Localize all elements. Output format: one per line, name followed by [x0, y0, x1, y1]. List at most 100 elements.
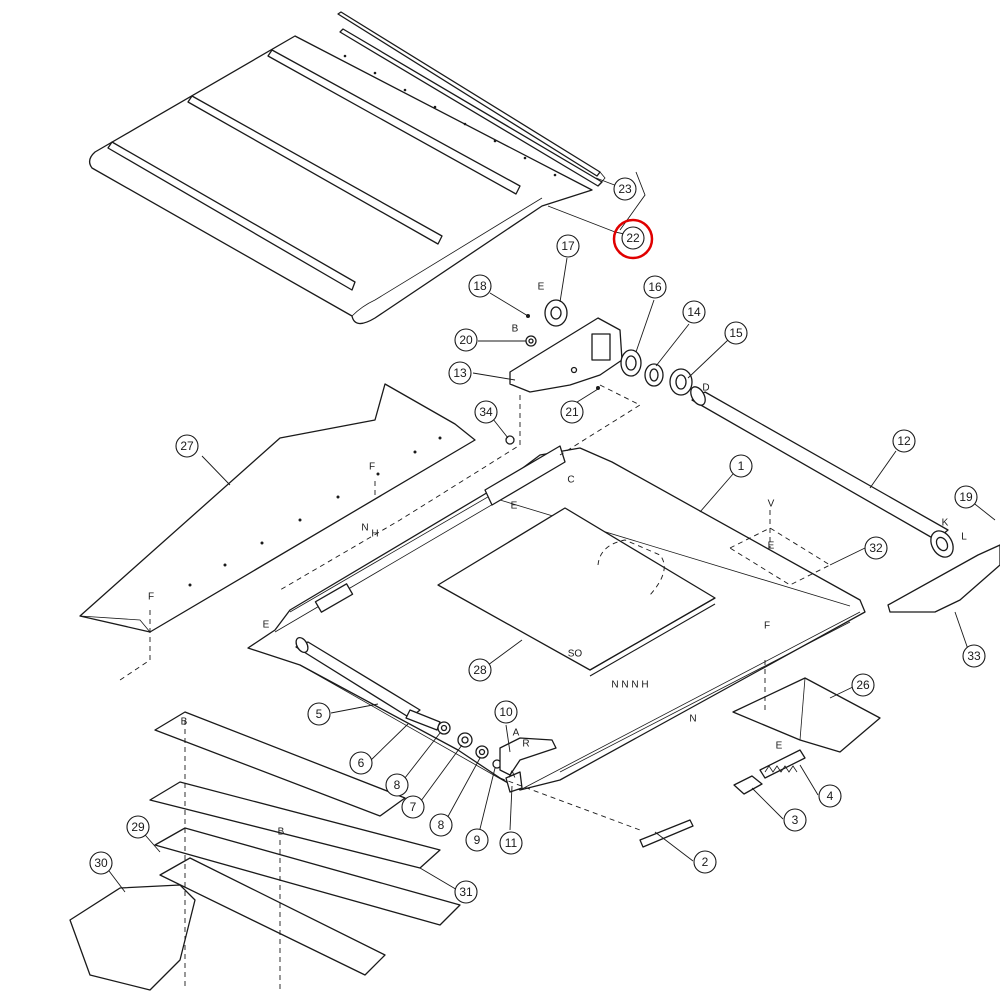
ref-letter: F	[764, 621, 770, 632]
bearing-17	[544, 299, 568, 327]
ref-letter: A	[509, 770, 516, 781]
ref-letter: F	[148, 592, 154, 603]
part-5-roller	[295, 636, 441, 731]
washer-20	[525, 335, 537, 347]
svg-text:33: 33	[967, 649, 981, 663]
part-30-panel	[69, 884, 196, 991]
ref-letter: SO	[568, 649, 583, 660]
part-26-plate	[732, 677, 881, 753]
callout-7: 7	[401, 795, 425, 819]
svg-text:15: 15	[729, 326, 743, 340]
callout-21: 21	[560, 400, 584, 424]
callout-2: 2	[693, 850, 717, 874]
callout-1: 1	[729, 454, 753, 478]
ref-letter: R	[522, 739, 529, 750]
part-12-roller	[690, 386, 954, 558]
svg-text:31: 31	[459, 885, 473, 899]
svg-text:16: 16	[648, 280, 662, 294]
callout-15: 15	[724, 321, 748, 345]
ref-letter: F	[369, 462, 375, 473]
ref-letter: K	[942, 518, 949, 529]
svg-text:12: 12	[897, 434, 911, 448]
svg-text:21: 21	[565, 405, 579, 419]
ref-letter: E	[776, 741, 783, 752]
ref-letter: N	[689, 714, 696, 725]
svg-text:28: 28	[473, 663, 487, 677]
svg-text:8: 8	[394, 778, 401, 792]
callout-8-b: 8	[429, 813, 453, 837]
svg-text:22: 22	[626, 231, 640, 245]
bearings-16-14-15	[620, 349, 693, 396]
part-32-bracket	[729, 527, 831, 586]
callout-33: 33	[962, 644, 986, 668]
alignment-lines	[119, 384, 771, 990]
callout-19: 19	[954, 485, 978, 509]
callout-6: 6	[349, 751, 373, 775]
svg-text:19: 19	[959, 490, 973, 504]
callout-9: 9	[465, 828, 489, 852]
svg-text:29: 29	[131, 820, 145, 834]
svg-text:8: 8	[438, 818, 445, 832]
svg-text:4: 4	[827, 789, 834, 803]
ref-letter: B	[181, 717, 188, 728]
part-10-latch	[499, 737, 557, 793]
svg-text:1: 1	[738, 459, 745, 473]
svg-text:9: 9	[474, 833, 481, 847]
part-23-rails	[337, 11, 606, 187]
svg-text:27: 27	[180, 439, 194, 453]
callout-28: 28	[468, 658, 492, 682]
part-22-top-cover	[88, 35, 593, 325]
ref-letter: E	[511, 501, 518, 512]
ref-letter: N	[361, 523, 368, 534]
ref-letter: A	[513, 728, 520, 739]
svg-text:20: 20	[459, 333, 473, 347]
ref-letter: H	[371, 529, 378, 540]
ref-letter: N N N H	[611, 680, 648, 691]
callout-14: 14	[682, 300, 706, 324]
reference-letters: E B D F F E N H E C V E K L F E N SO N N…	[148, 282, 967, 838]
svg-text:7: 7	[410, 800, 417, 814]
ref-letter: E	[768, 541, 775, 552]
svg-text:14: 14	[687, 305, 701, 319]
part-33-bracket	[887, 544, 1000, 613]
part-27-side-panel	[79, 383, 476, 633]
svg-text:10: 10	[499, 705, 513, 719]
highlight-ring	[612, 218, 654, 260]
svg-text:23: 23	[618, 182, 632, 196]
svg-text:3: 3	[792, 813, 799, 827]
part-29-panel	[154, 827, 461, 976]
svg-text:18: 18	[473, 279, 487, 293]
ref-letter: B	[512, 324, 519, 335]
callout-8-a: 8	[385, 773, 409, 797]
callout-29: 29	[126, 815, 150, 839]
svg-text:13: 13	[453, 366, 467, 380]
callout-27: 27	[175, 434, 199, 458]
ref-letter: C	[567, 475, 574, 486]
callout-3: 3	[783, 808, 807, 832]
callout-5: 5	[307, 702, 331, 726]
callout-32: 32	[864, 536, 888, 560]
callout-10: 10	[494, 700, 518, 724]
svg-text:32: 32	[869, 541, 883, 555]
callout-18: 18	[468, 274, 492, 298]
svg-text:34: 34	[479, 405, 493, 419]
callout-16: 16	[643, 275, 667, 299]
callout-11: 11	[499, 831, 523, 855]
callout-4: 4	[818, 784, 842, 808]
callout-23: 23	[613, 177, 637, 201]
svg-text:26: 26	[856, 678, 870, 692]
callout-12: 12	[892, 429, 916, 453]
svg-text:17: 17	[561, 239, 575, 253]
ref-letter: L	[961, 532, 967, 543]
ref-letter: V	[768, 499, 775, 510]
callout-17: 17	[556, 234, 580, 258]
svg-text:2: 2	[702, 855, 709, 869]
callout-26: 26	[851, 673, 875, 697]
ref-letter: E	[263, 620, 270, 631]
leader-lines	[102, 171, 996, 893]
svg-text:6: 6	[358, 756, 365, 770]
left-roller-hardware	[437, 721, 502, 769]
part-28-center-plate	[437, 507, 716, 677]
